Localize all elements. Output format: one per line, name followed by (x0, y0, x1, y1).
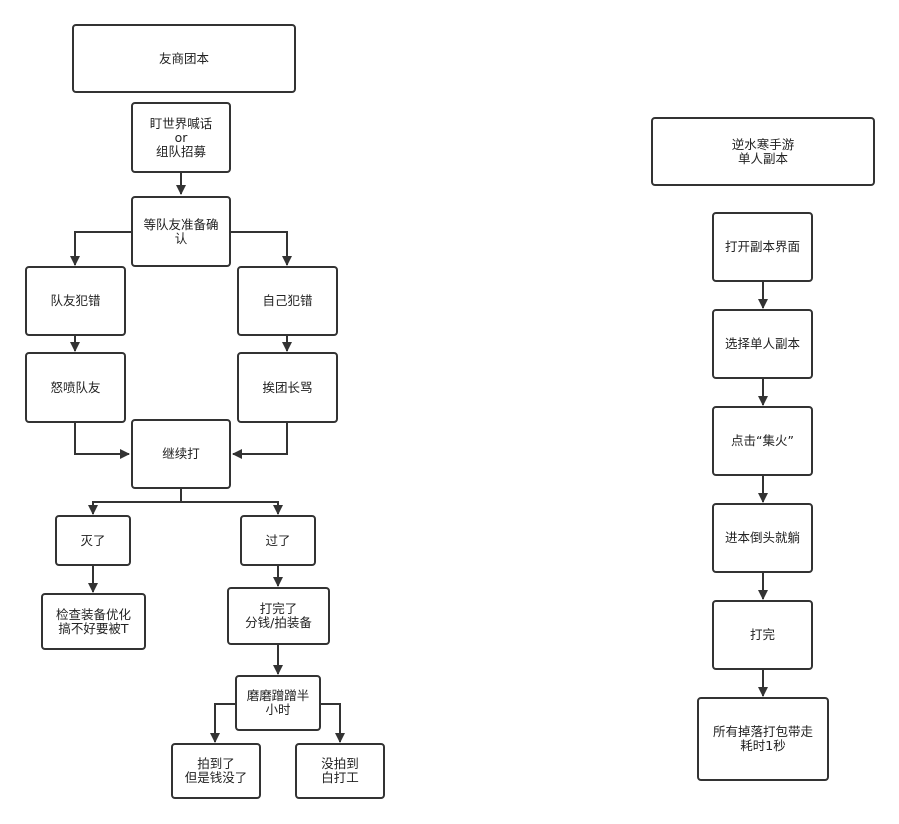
node-label: 继续打 (162, 446, 200, 461)
node-label: 进本倒头就躺 (724, 530, 800, 545)
node-label: 逆水寒手游 单人副本 (731, 136, 795, 166)
edge-scolded-to-keep-fighting (232, 423, 288, 459)
edge-keep-fighting-to-wiped (88, 489, 182, 515)
node-label: 打开副本界面 (724, 239, 800, 254)
node-label: 自己犯错 (262, 293, 313, 308)
node-label: 过了 (265, 532, 291, 548)
node-label: 等队友准备确 认 (143, 216, 219, 246)
node-won-auction: 拍到了 但是钱没了 (171, 743, 261, 799)
node-label: 没拍到 白打工 (321, 756, 359, 785)
node-label: 打完 (749, 627, 775, 642)
node-teammate-mistake: 队友犯错 (25, 266, 126, 336)
node-label: 怒喷队友 (50, 379, 101, 395)
edge-wait-to-self-mistake (231, 231, 292, 266)
node-label: 灭了 (80, 532, 106, 548)
node-wiped: 灭了 (55, 515, 131, 566)
node-enter-and-lie: 进本倒头就躺 (712, 503, 813, 573)
node-self-mistake: 自己犯错 (237, 266, 338, 336)
edge-wait-to-teammate-mistake (70, 231, 131, 266)
node-select-solo: 选择单人副本 (712, 309, 813, 379)
node-label: 检查装备优化 搞不好要被T (55, 606, 131, 636)
node-finish-split: 打完了 分钱/拍装备 (227, 587, 330, 645)
node-idle-half-hour: 磨磨蹭蹭半 小时 (235, 675, 321, 731)
node-label: 磨磨蹭蹭半 小时 (246, 688, 310, 717)
edge-idle-to-lost (320, 703, 345, 743)
node-label: 拍到了 但是钱没了 (184, 756, 248, 785)
node-lost-auction: 没拍到 白打工 (295, 743, 385, 799)
node-label: 所有掉落打包带走 耗时1秒 (712, 724, 813, 753)
node-check-gear: 检查装备优化 搞不好要被T (41, 593, 146, 650)
node-watch-world-chat: 盯世界喊话 or 组队招募 (131, 102, 231, 173)
node-label: 盯世界喊话 or 组队招募 (149, 115, 213, 159)
node-keep-fighting: 继续打 (131, 419, 231, 489)
node-cleared: 过了 (240, 515, 316, 566)
node-label: 点击“集火” (731, 433, 794, 448)
node-open-dungeon-ui: 打开副本界面 (712, 212, 813, 282)
node-title-solo-dungeon: 逆水寒手游 单人副本 (651, 117, 875, 186)
node-title-rival-raid: 友商团本 (72, 24, 296, 93)
node-label: 队友犯错 (50, 293, 101, 308)
edge-keep-fighting-to-cleared (181, 501, 283, 515)
node-label: 挨团长骂 (262, 379, 313, 395)
node-label: 打完了 分钱/拍装备 (245, 601, 312, 630)
node-scold-teammate: 怒喷队友 (25, 352, 126, 423)
edge-idle-to-won (210, 703, 236, 743)
node-wait-ready: 等队友准备确 认 (131, 196, 231, 267)
node-finished: 打完 (712, 600, 813, 670)
node-label: 选择单人副本 (724, 336, 800, 351)
node-click-focus-fire: 点击“集火” (712, 406, 813, 476)
edge-scold-to-keep-fighting (74, 423, 130, 459)
node-label: 友商团本 (158, 50, 209, 66)
node-loot-packed: 所有掉落打包带走 耗时1秒 (697, 697, 829, 781)
node-get-scolded: 挨团长骂 (237, 352, 338, 423)
